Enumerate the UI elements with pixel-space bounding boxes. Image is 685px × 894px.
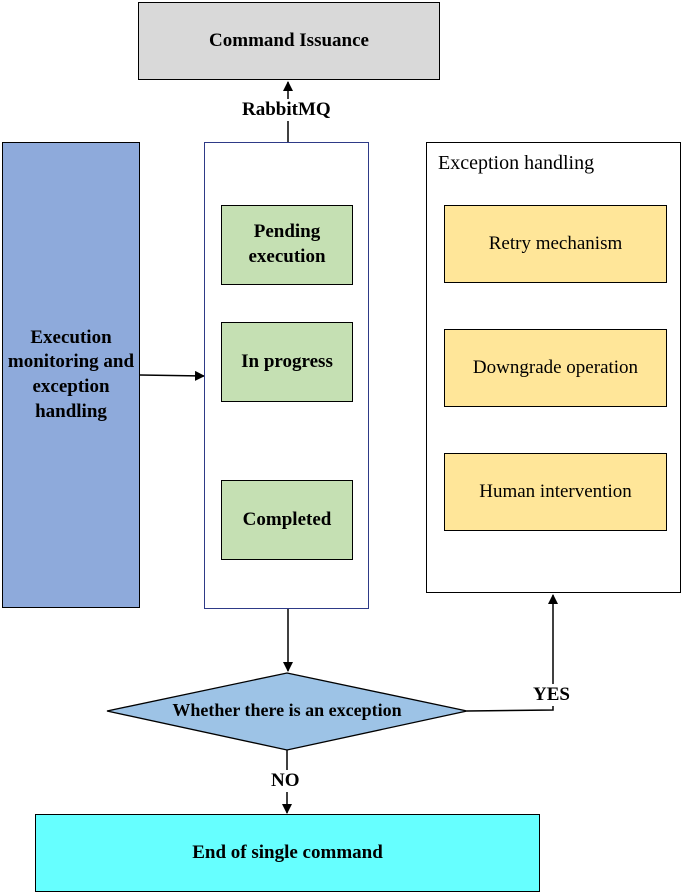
retry-mechanism-label: Retry mechanism [488, 232, 623, 254]
command-issuance-label: Command Issuance [209, 29, 369, 51]
monitoring-label: Execution monitoring and exception handl… [7, 326, 135, 422]
end-of-single-command-label: End of single command [192, 841, 383, 863]
decision-label: Whether there is an exception [172, 700, 402, 720]
end-of-single-command-box: End of single command [35, 814, 540, 892]
in-progress-label: In progress [241, 350, 333, 372]
arrow-yes-to-exception-handling [466, 594, 558, 712]
pending-execution-label: Pending execution [248, 221, 326, 267]
retry-mechanism-box: Retry mechanism [444, 205, 667, 283]
in-progress-box: In progress [221, 322, 353, 402]
downgrade-operation-label: Downgrade operation [472, 356, 639, 378]
human-intervention-label: Human intervention [479, 480, 632, 502]
monitoring-box: Execution monitoring and exception handl… [2, 142, 140, 608]
completed-box: Completed [221, 480, 353, 560]
arrow-monitoring-to-status [139, 370, 205, 381]
human-intervention-box: Human intervention [444, 453, 667, 531]
no-label: NO [271, 770, 300, 792]
pending-execution-box: Pending execution [221, 205, 353, 285]
downgrade-operation-box: Downgrade operation [444, 329, 667, 407]
rabbitmq-label: RabbitMQ [240, 99, 333, 121]
command-issuance-box: Command Issuance [138, 2, 440, 80]
yes-label: YES [533, 684, 570, 706]
exception-handling-title: Exception handling [438, 152, 595, 174]
completed-label: Completed [242, 508, 332, 530]
